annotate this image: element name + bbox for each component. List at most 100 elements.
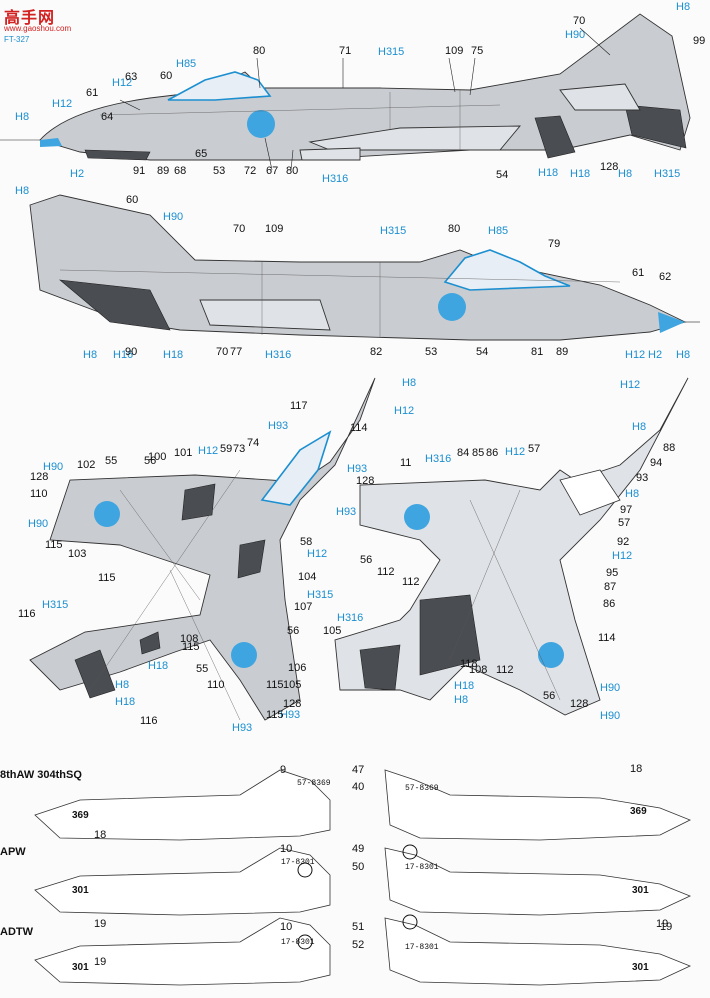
- paint-code-h90: H90: [565, 29, 585, 41]
- part-number-11: 11: [400, 457, 411, 469]
- paint-code-h8: H8: [15, 111, 29, 123]
- paint-code-h12: H12: [620, 379, 640, 391]
- decal-number-10: 10: [280, 921, 292, 933]
- part-number-73: 73: [233, 443, 245, 455]
- paint-code-h18: H18: [115, 696, 135, 708]
- paint-code-h315: H315: [378, 46, 404, 58]
- part-number-93: 93: [636, 472, 648, 484]
- part-number-94: 94: [650, 457, 662, 469]
- part-number-114: 114: [350, 422, 368, 434]
- paint-code-h18: H18: [538, 167, 558, 179]
- paint-code-h315: H315: [380, 225, 406, 237]
- paint-code-h93: H93: [347, 463, 367, 475]
- part-number-70: 70: [573, 15, 585, 27]
- paint-code-h316: H316: [337, 612, 363, 624]
- part-number-92: 92: [617, 536, 629, 548]
- part-number-105: 105: [323, 625, 341, 637]
- leader-line: [119, 99, 141, 111]
- part-number-53: 53: [425, 346, 437, 358]
- part-number-101: 101: [174, 447, 192, 459]
- part-number-75: 75: [471, 45, 483, 57]
- decal-number-9: 9: [280, 764, 286, 776]
- part-number-57: 57: [618, 517, 630, 529]
- paint-code-h18: H18: [163, 349, 183, 361]
- part-number-81: 81: [531, 346, 543, 358]
- part-number-108: 108: [469, 664, 487, 676]
- serial-number: 17-8301: [405, 943, 439, 952]
- paint-code-h18: H18: [148, 660, 168, 672]
- part-number-100: 100: [148, 451, 166, 463]
- part-number-65: 65: [195, 148, 207, 160]
- watermark-logo: 高手网 www.gaoshou.com FT-327: [4, 4, 71, 44]
- part-number-57: 57: [528, 443, 540, 455]
- part-number-71: 71: [339, 45, 351, 57]
- paint-code-h85: H85: [176, 58, 196, 70]
- part-number-115: 115: [98, 572, 116, 584]
- part-number-59: 59: [220, 443, 232, 455]
- part-number-58: 58: [300, 536, 312, 548]
- paint-code-h8: H8: [115, 679, 129, 691]
- decal-number-50: 50: [352, 861, 364, 873]
- leader-line: [264, 137, 273, 171]
- serial-number: 17-8301: [281, 858, 315, 867]
- aircraft-code: 301: [72, 885, 89, 896]
- part-number-61: 61: [86, 87, 98, 99]
- paint-code-h16: H16: [113, 349, 133, 361]
- paint-code-h8: H8: [454, 694, 468, 706]
- paint-code-h315: H315: [42, 599, 68, 611]
- part-number-56: 56: [144, 455, 156, 467]
- part-number-70: 70: [233, 223, 245, 235]
- paint-code-h90: H90: [600, 710, 620, 722]
- aircraft-code: 301: [72, 962, 89, 973]
- part-number-82: 82: [370, 346, 382, 358]
- paint-code-h12: H12: [112, 77, 132, 89]
- watermark-title: 高手网: [4, 10, 56, 27]
- paint-code-h8: H8: [632, 421, 646, 433]
- paint-code-h8: H8: [402, 377, 416, 389]
- part-number-128: 128: [600, 161, 618, 173]
- decal-number-51: 51: [352, 921, 364, 933]
- aircraft-code: 301: [632, 962, 649, 973]
- side-view-left: [0, 13, 691, 161]
- part-number-108: 108: [180, 633, 198, 645]
- part-number-56: 56: [287, 625, 299, 637]
- part-number-87: 87: [604, 581, 616, 593]
- part-number-109: 109: [445, 45, 463, 57]
- paint-code-h90: H90: [600, 682, 620, 694]
- part-number-115: 115: [45, 539, 63, 551]
- decal-number-19: 19: [94, 918, 106, 930]
- decal-number-10: 10: [280, 843, 292, 855]
- paint-code-h93: H93: [280, 709, 300, 721]
- part-number-128: 128: [570, 698, 588, 710]
- part-number-112: 112: [496, 664, 514, 676]
- part-number-107: 107: [294, 601, 312, 613]
- part-number-117: 117: [290, 400, 308, 412]
- marking-views: [34, 769, 692, 986]
- part-number-110: 110: [30, 488, 48, 500]
- paint-code-h2: H2: [648, 349, 662, 361]
- top-plan-view: [29, 377, 376, 721]
- watermark-page: FT-327: [4, 35, 30, 44]
- part-number-99: 99: [693, 35, 705, 47]
- part-number-56: 56: [543, 690, 555, 702]
- paint-code-h93: H93: [268, 420, 288, 432]
- decal-number-19: 19: [656, 918, 668, 930]
- serial-number: 17-8301: [281, 938, 315, 947]
- paint-code-h12: H12: [307, 548, 327, 560]
- decal-number-40: 40: [352, 781, 364, 793]
- part-number-86: 86: [603, 598, 615, 610]
- part-number-114: 114: [598, 632, 616, 644]
- part-number-118: 118: [460, 658, 478, 670]
- aircraft-code: 369: [630, 806, 647, 817]
- decal-number-49: 49: [352, 843, 364, 855]
- paint-code-h316: H316: [322, 173, 348, 185]
- part-number-54: 54: [476, 346, 488, 358]
- part-number-54: 54: [496, 169, 508, 181]
- paint-code-h8: H8: [625, 488, 639, 500]
- part-number-116: 116: [18, 608, 36, 620]
- part-number-106: 106: [288, 662, 306, 674]
- part-number-62: 62: [659, 271, 671, 283]
- part-number-97: 97: [620, 504, 632, 516]
